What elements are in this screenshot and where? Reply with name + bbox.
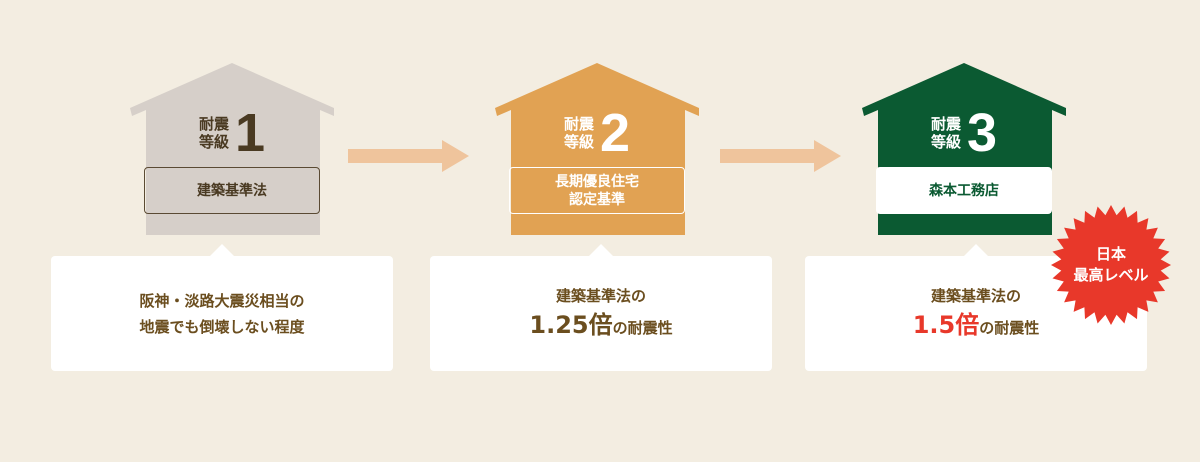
grade-label-line2: 等級 [198, 133, 229, 151]
top-level-badge: 日本 最高レベル [1051, 205, 1171, 325]
seismic-grade-heading: 耐震 等級 1 [128, 103, 336, 163]
badge-text: 日本 最高レベル [1051, 205, 1171, 325]
house-shape-icon [130, 63, 334, 235]
standard-label: 森本工務店 [876, 167, 1052, 214]
grade-label-line1: 耐震 [198, 115, 229, 133]
standard-label: 建築基準法 [144, 167, 320, 214]
grade-number: 1 [234, 103, 266, 163]
house-grade-2: 耐震 等級 2 長期優良住宅 認定基準 [493, 62, 701, 236]
house-grade-3: 耐震 等級 3 森本工務店 [860, 62, 1068, 236]
standard-label: 長期優良住宅 認定基準 [509, 167, 685, 214]
house-shape-icon [495, 63, 699, 235]
multiplier-value: 1.5倍 [912, 311, 980, 339]
description-card-1: 阪神・淡路大震災相当の 地震でも倒壊しない程度 [51, 244, 393, 371]
description-card-3: 建築基準法の 1.5倍の耐震性 [805, 244, 1147, 371]
card-multiplier-line: 1.25倍の耐震性 [529, 309, 672, 344]
badge-line1: 日本 [1095, 245, 1126, 263]
multiplier-suffix: 耐震性 [994, 319, 1040, 337]
grade-label-line1: 耐震 [930, 115, 961, 133]
seismic-grade-label: 耐震 等級 [564, 115, 594, 151]
multiplier-suffix: 耐震性 [627, 319, 673, 337]
seismic-grade-heading: 耐震 等級 2 [493, 103, 701, 163]
card-line2: 地震でも倒壊しない程度 [139, 317, 305, 336]
house-grade-1: 耐震 等級 1 建築基準法 [128, 62, 336, 236]
grade-label-line2: 等級 [930, 133, 961, 151]
seismic-grade-label: 耐震 等級 [931, 115, 961, 151]
badge-line2: 最高レベル [1073, 266, 1149, 284]
grade-label-line2: 等級 [563, 133, 594, 151]
multiplier-no: の [979, 319, 995, 337]
seismic-grade-heading: 耐震 等級 3 [860, 103, 1068, 163]
grade-number: 3 [966, 103, 998, 163]
grade-label-line1: 耐震 [563, 115, 594, 133]
grade-number: 2 [599, 103, 631, 163]
multiplier-no: の [612, 319, 628, 337]
card-multiplier-line: 1.5倍の耐震性 [913, 309, 1040, 344]
card-line1: 建築基準法の [930, 287, 1021, 305]
starburst-icon [1051, 205, 1171, 325]
description-card-2: 建築基準法の 1.25倍の耐震性 [430, 244, 772, 371]
arrow-right-icon [348, 140, 469, 172]
multiplier-value: 1.25倍 [529, 311, 613, 339]
card-line1: 阪神・淡路大震災相当の [139, 291, 305, 310]
arrow-right-icon [720, 140, 841, 172]
seismic-grade-label: 耐震 等級 [199, 115, 229, 151]
card-line1: 建築基準法の [555, 287, 646, 305]
